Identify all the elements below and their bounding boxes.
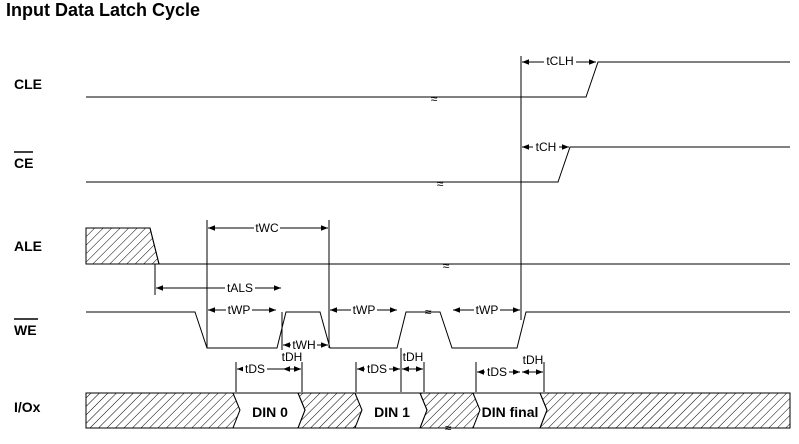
tdh-label: tDH bbox=[523, 353, 544, 367]
signal-label-we: WE bbox=[14, 322, 37, 338]
tch-label: tCH bbox=[536, 140, 557, 154]
page-title: Input Data Latch Cycle bbox=[6, 0, 201, 20]
ce-waveform bbox=[86, 146, 790, 183]
signal-label-cle: CLE bbox=[14, 76, 42, 92]
we-waveform bbox=[86, 311, 790, 349]
tds-label: tDS bbox=[367, 362, 387, 376]
twc-label: tWC bbox=[255, 221, 279, 235]
tals-label: tALS bbox=[227, 281, 253, 295]
twh-label: tWH bbox=[292, 338, 315, 352]
tds-label: tDS bbox=[245, 362, 265, 376]
break-mark: ≈ bbox=[443, 259, 450, 273]
io-invalid-region bbox=[85, 392, 241, 429]
tdh-label: tDH bbox=[282, 350, 303, 364]
tclh-label: tCLH bbox=[546, 54, 573, 68]
break-mark: ≈ bbox=[437, 177, 444, 191]
twp-label: tWP bbox=[353, 303, 376, 317]
cle-waveform bbox=[86, 61, 790, 98]
twp-label: tWP bbox=[228, 303, 251, 317]
signal-label-ale: ALE bbox=[14, 238, 42, 254]
tdh-label: tDH bbox=[403, 350, 424, 364]
din-0-label: DIN 0 bbox=[252, 404, 288, 420]
din-1-label: DIN 1 bbox=[374, 404, 410, 420]
tds-label: tDS bbox=[487, 365, 507, 379]
ale-waveform bbox=[86, 227, 790, 265]
break-mark: ≈ bbox=[431, 92, 438, 106]
din-final-label: DIN final bbox=[482, 404, 539, 420]
ale-undefined-region bbox=[85, 227, 160, 265]
break-mark: ≈ bbox=[425, 305, 432, 319]
signal-label-ce: CE bbox=[14, 155, 33, 171]
break-mark: ≈ bbox=[445, 421, 452, 435]
twp-label: tWP bbox=[476, 303, 499, 317]
io-invalid-region bbox=[539, 392, 791, 429]
io-invalid-region bbox=[297, 392, 363, 429]
signal-label-io: I/Ox bbox=[14, 399, 41, 415]
